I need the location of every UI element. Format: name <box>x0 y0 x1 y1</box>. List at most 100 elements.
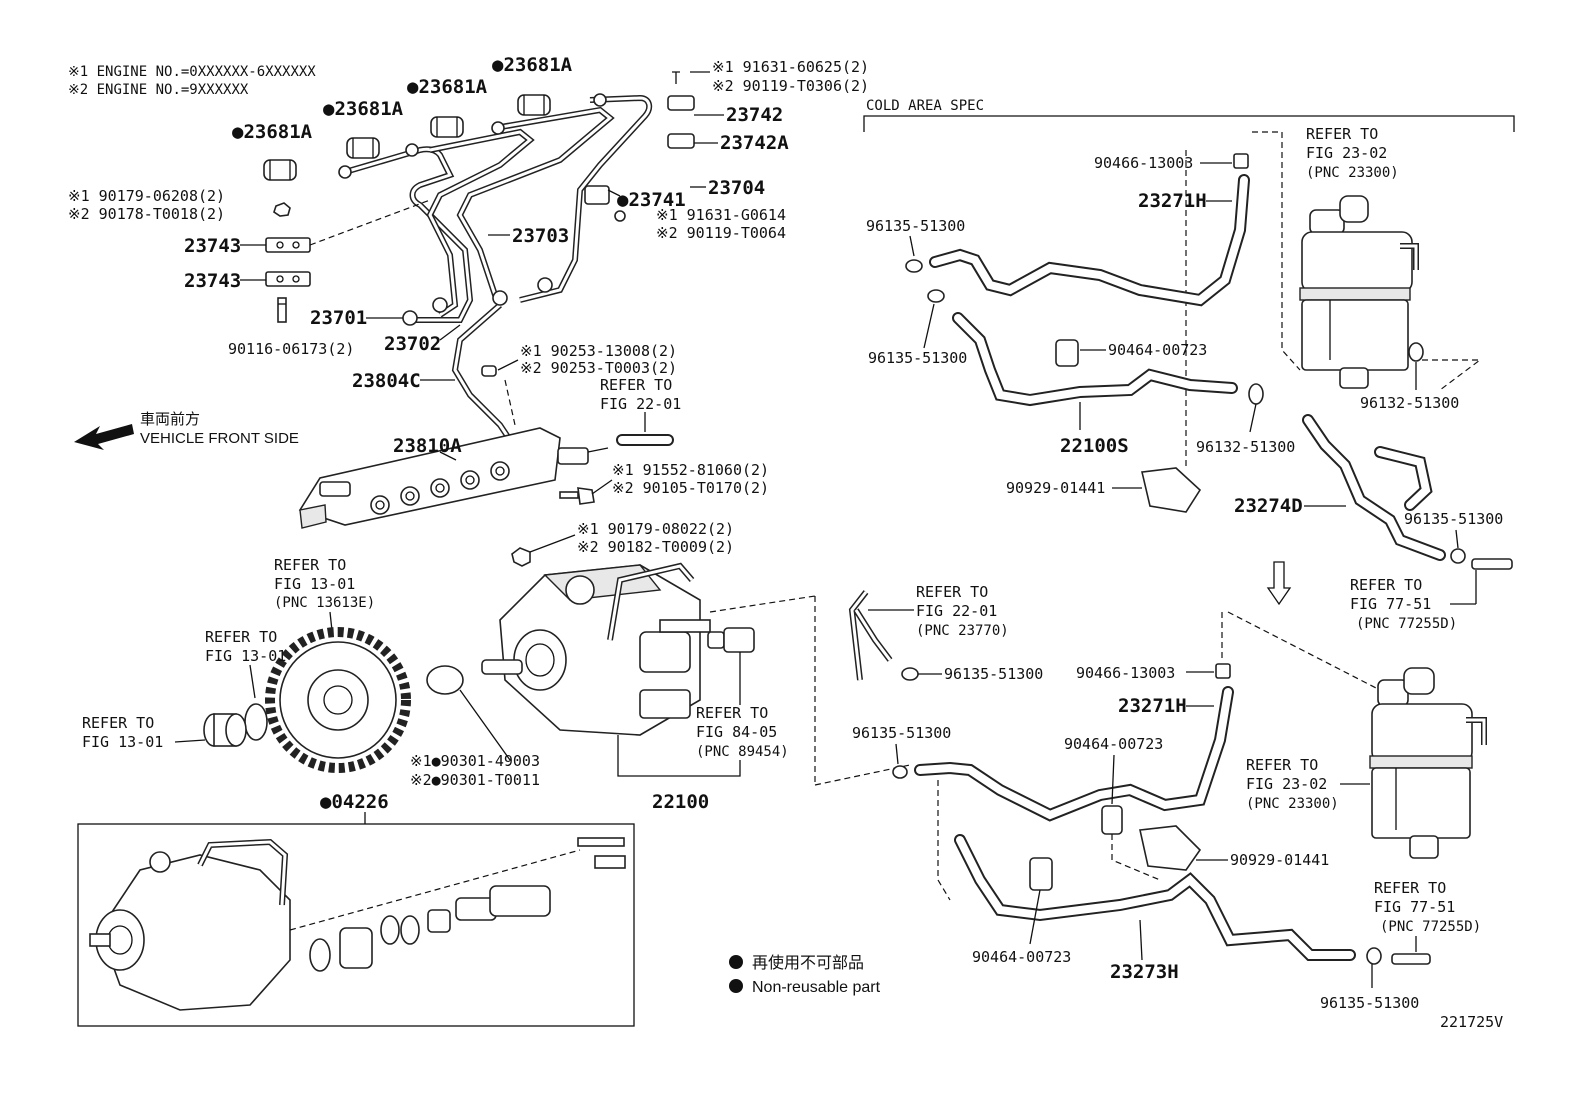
label-22100S: 22100S <box>1060 435 1129 457</box>
upper-refer-23-02-line1: REFER TO <box>1306 125 1378 143</box>
clip-96135-m3 <box>1366 947 1382 965</box>
kit-spring <box>427 909 451 933</box>
bracket-90464-lower-b <box>1029 857 1053 891</box>
label-90466-lower: 90466-13003 <box>1076 664 1175 682</box>
label-90119-T0064: ※2 90119-T0064 <box>656 224 786 242</box>
figure-id: 221725V <box>1440 1013 1503 1031</box>
label-96135-c: 96135-51300 <box>1404 510 1503 528</box>
refer-22-01-line2: FIG 22-01 <box>600 395 681 413</box>
supply-pump-22100 <box>481 562 711 736</box>
hose-22100S <box>952 312 1238 407</box>
gasket-90253 <box>481 365 497 377</box>
o-ring-small <box>244 703 268 741</box>
bracket-90464-lower-a <box>1101 805 1123 835</box>
plug-90466-lower <box>1215 663 1231 679</box>
label-04226: ●04226 <box>320 791 389 813</box>
upper-refer-77-51-line3: (PNC 77255D) <box>1356 616 1457 632</box>
kit-04226-box <box>77 823 635 1027</box>
clamp-23741 <box>584 185 626 222</box>
clamp-23743-upper <box>265 237 311 253</box>
label-23743-b: 23743 <box>184 270 241 292</box>
common-rail <box>298 427 609 529</box>
label-90301-T0011: ※2●90301-T0011 <box>410 771 540 789</box>
label-90929-lower: 90929-01441 <box>1230 851 1329 869</box>
label-90116-06173: 90116-06173(2) <box>228 340 354 358</box>
label-23743-a: 23743 <box>184 235 241 257</box>
vehicle-front-en: VEHICLE FRONT SIDE <box>140 430 299 447</box>
refer-13-01-gear-line1: REFER TO <box>274 556 346 574</box>
pipe-stub-77255D-lower <box>1391 953 1431 965</box>
clamp-23743-lower <box>265 271 311 287</box>
legend-jp: 再使用不可部品 <box>752 954 864 972</box>
label-23741: ●23741 <box>617 189 686 211</box>
upper-refer-77-51-line1: REFER TO <box>1350 576 1422 594</box>
label-96135-m2: 96135-51300 <box>852 724 951 742</box>
label-90301-49003: ※1●90301-49003 <box>410 752 540 770</box>
refer-13-01-gear-line2: FIG 13-01 <box>274 575 355 593</box>
nozzle-holder-1 <box>263 159 297 181</box>
clip-96132-a <box>1248 383 1264 405</box>
label-23273H: 23273H <box>1110 961 1179 983</box>
lower-refer-77-51-line2: FIG 77-51 <box>1374 898 1455 916</box>
bracket-90464-upper <box>1055 339 1079 367</box>
bolt-91552 <box>559 487 595 505</box>
label-90464-lower-a: 90464-00723 <box>1064 735 1163 753</box>
down-arrow-icon <box>1266 561 1292 606</box>
kit-pin <box>577 837 625 847</box>
label-23271H-upper: 23271H <box>1138 190 1207 212</box>
legend-en: Non-reusable part <box>752 979 881 996</box>
pipe-stub-77255D-upper <box>1471 558 1513 570</box>
o-ring-90301 <box>426 665 464 695</box>
lower-refer-77-51-line3: (PNC 77255D) <box>1380 919 1481 935</box>
label-23742A: 23742A <box>720 132 789 154</box>
label-23681A-3: ●23681A <box>407 76 488 98</box>
pipe-clamp-23742 <box>667 71 695 149</box>
engine-note-2: ※2 ENGINE NO.=9XXXXXX <box>68 82 249 98</box>
legend-dot-1 <box>729 955 743 969</box>
label-23701: 23701 <box>310 307 367 329</box>
label-90105-T0170: ※2 90105-T0170(2) <box>612 479 769 497</box>
kit-screw <box>594 855 626 869</box>
pump-drive-gear <box>265 627 411 773</box>
upper-refer-23-02-line2: FIG 23-02 <box>1306 144 1387 162</box>
bolt-90116 <box>277 297 287 323</box>
label-22100: 22100 <box>652 791 709 813</box>
hose-23273H <box>954 834 1356 961</box>
bracket-90929-upper <box>1141 467 1202 513</box>
lower-refer-77-51-line1: REFER TO <box>1374 879 1446 897</box>
fuel-filter-upper <box>1299 195 1419 389</box>
label-23702: 23702 <box>384 333 441 355</box>
cold-area-title: COLD AREA SPEC <box>866 98 984 114</box>
label-23681A-1: ●23681A <box>232 121 313 143</box>
legend-dot-2 <box>729 979 743 993</box>
lower-refer-22-01-line3: (PNC 23770) <box>916 623 1009 639</box>
vehicle-front-arrow-icon <box>74 424 134 450</box>
label-90182-T0009: ※2 90182-T0009(2) <box>577 538 734 556</box>
refer-22-01-line1: REFER TO <box>600 376 672 394</box>
clip-96135-a <box>905 259 923 273</box>
label-90178-T0018: ※2 90178-T0018(2) <box>68 205 225 223</box>
clip-96132-b <box>1408 342 1424 362</box>
refer-13-01-c-line1: REFER TO <box>82 714 154 732</box>
clip-96135-c <box>1450 548 1466 564</box>
upper-refer-23-02-line3: (PNC 23300) <box>1306 165 1399 181</box>
label-23742: 23742 <box>726 104 783 126</box>
label-23274D: 23274D <box>1234 495 1303 517</box>
hose-23274D <box>1302 414 1446 561</box>
nozzle-holder-4 <box>517 94 551 116</box>
bracket-90929-lower <box>1139 825 1202 871</box>
label-96132-b: 96132-51300 <box>1360 394 1459 412</box>
clip-96135-m2 <box>892 765 908 779</box>
label-96135-m3: 96135-51300 <box>1320 994 1419 1012</box>
kit-o-ring-2 <box>380 915 400 945</box>
nut-90179 <box>273 202 291 217</box>
label-91631-60625: ※1 91631-60625(2) <box>712 58 869 76</box>
label-90464-lower-b: 90464-00723 <box>972 948 1071 966</box>
refer-84-05-line1: REFER TO <box>696 704 768 722</box>
label-23703: 23703 <box>512 225 569 247</box>
upper-refer-77-51-line2: FIG 77-51 <box>1350 595 1431 613</box>
lower-refer-23-02-line3: (PNC 23300) <box>1246 796 1339 812</box>
label-90119-T0306: ※2 90119-T0306(2) <box>712 77 869 95</box>
